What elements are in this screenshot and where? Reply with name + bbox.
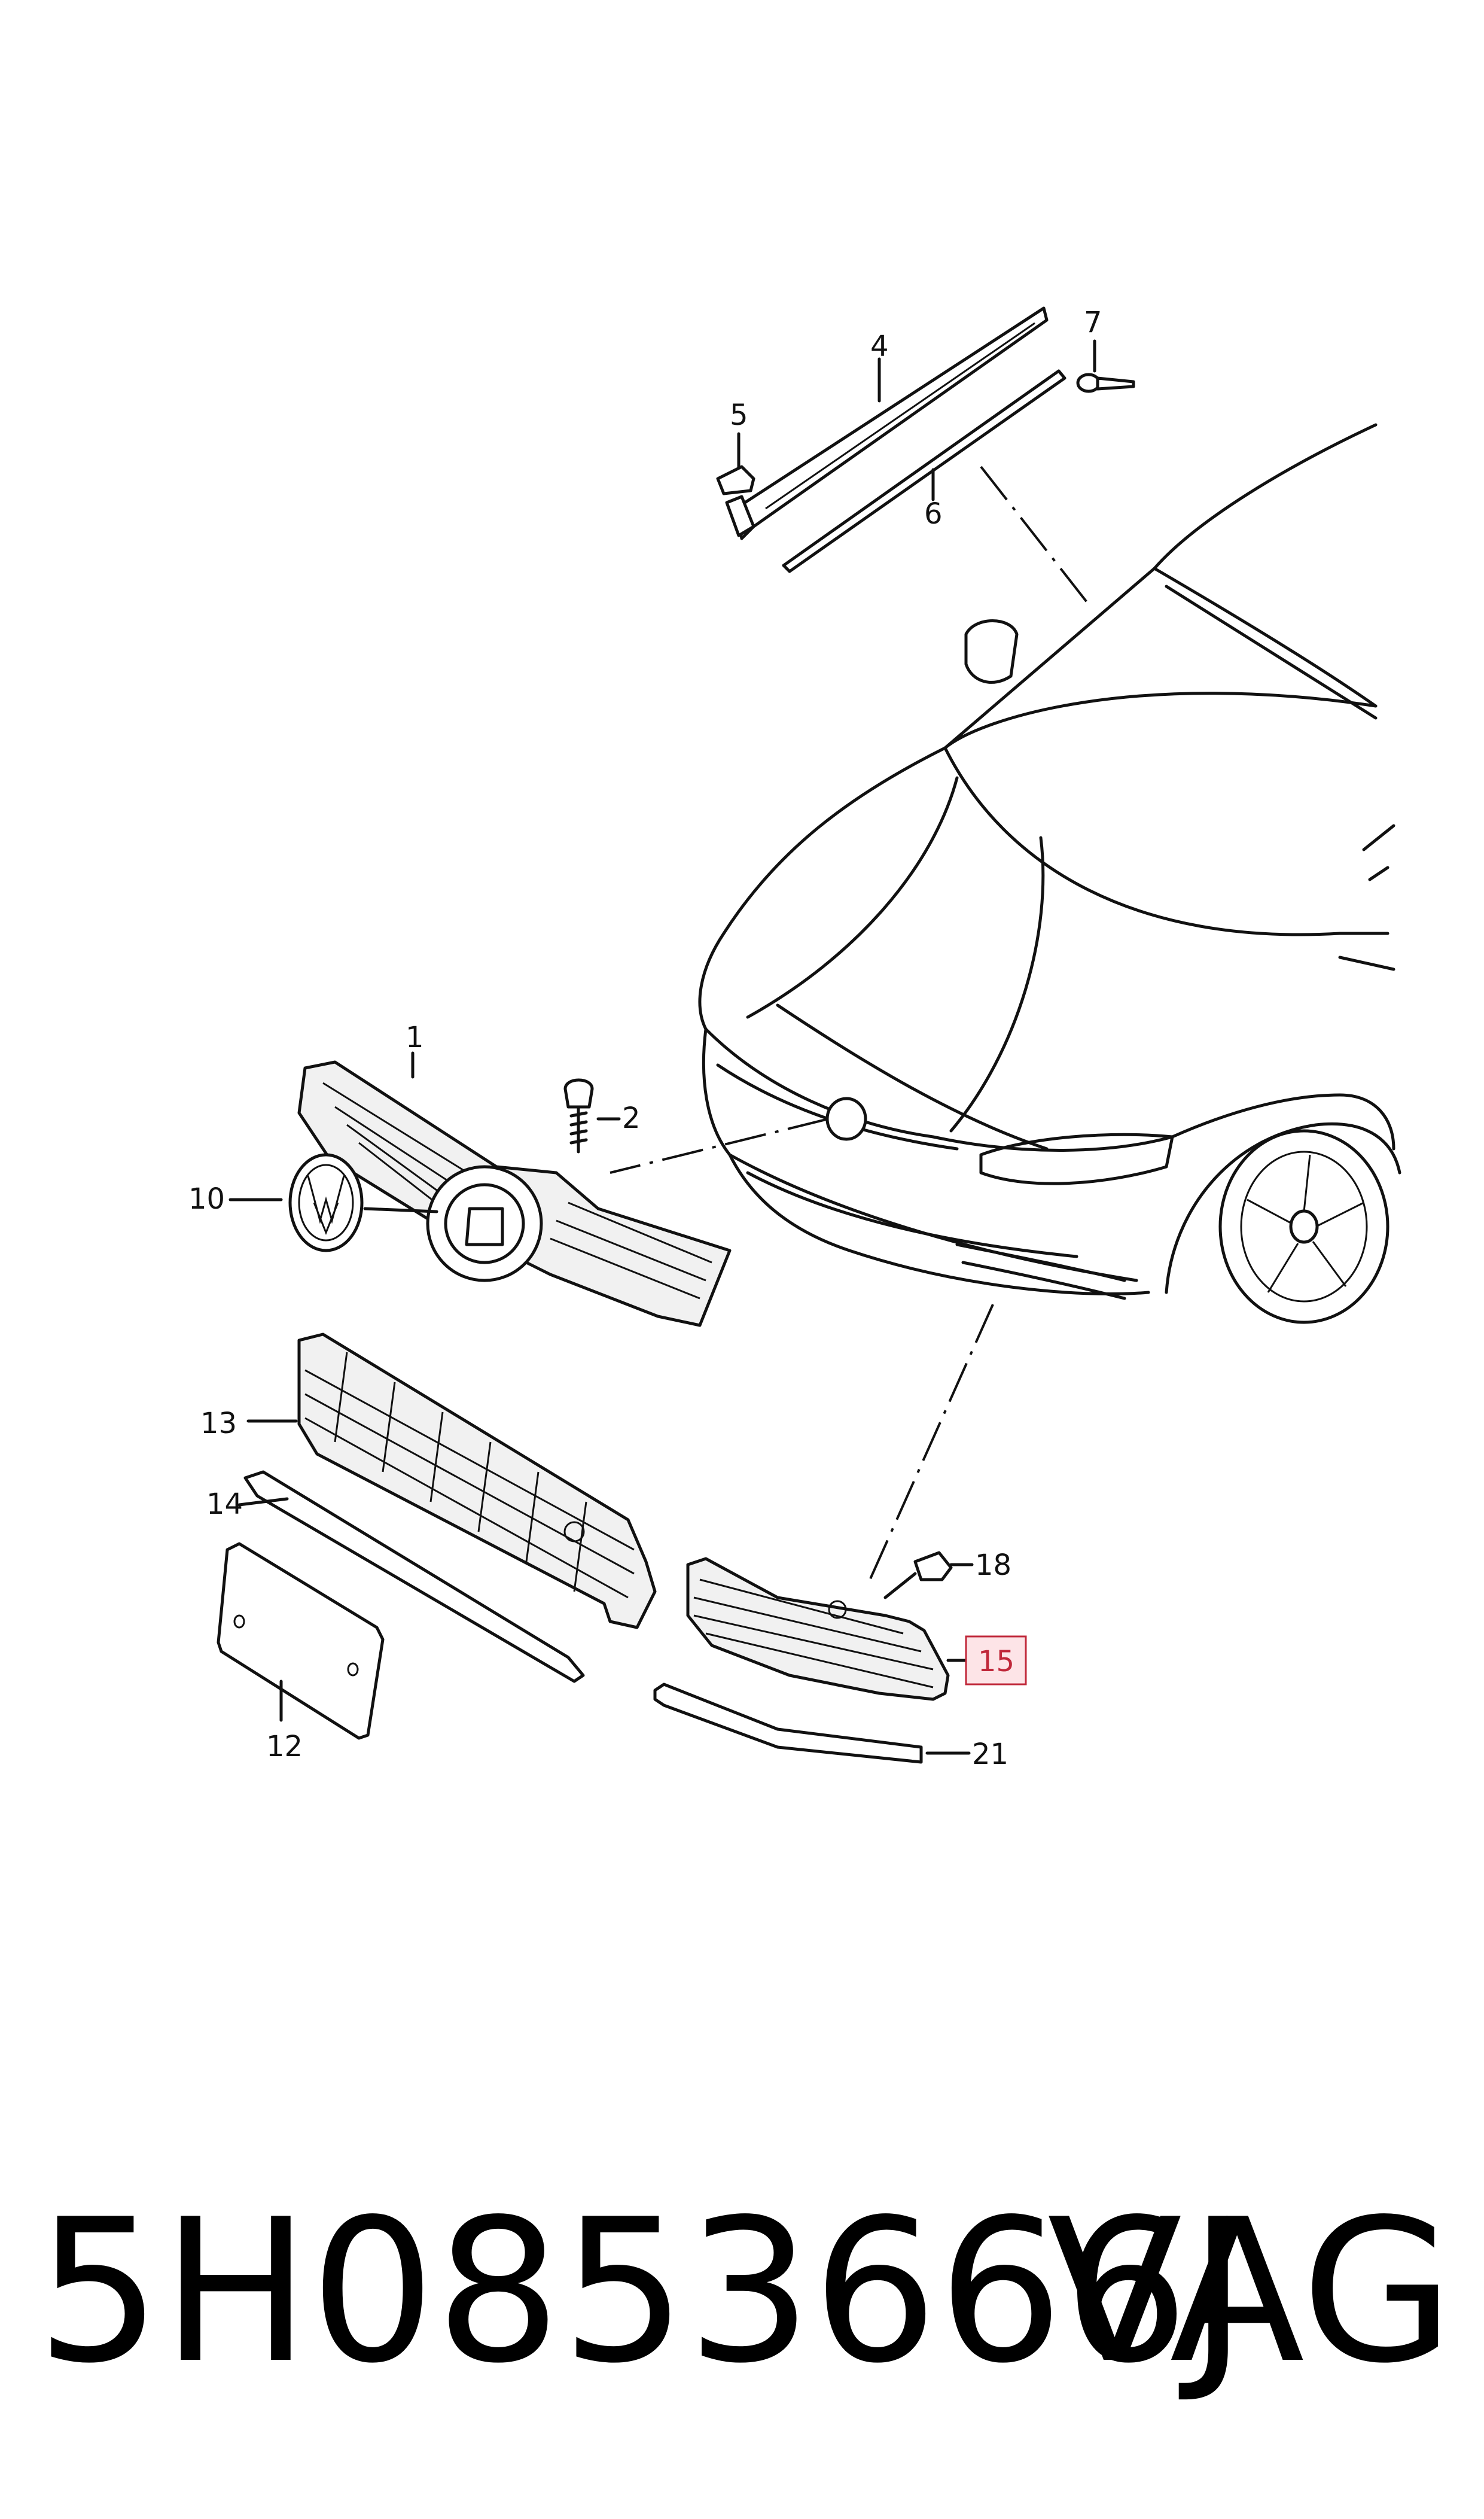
callout-18: 18: [975, 1548, 1011, 1582]
part-21-lower-trim: [653, 1683, 971, 1764]
parts-diagram: 1 2 4 5 6 7 10 12 13 14 15 18 21: [188, 306, 1401, 1771]
part-2-screw: [563, 1078, 621, 1154]
part-number: 5H0853666J: [36, 2177, 1248, 2407]
callout-13: 13: [200, 1407, 237, 1440]
part-12-plate-bracket: [217, 1542, 385, 1740]
part-5-clip: [716, 432, 755, 495]
callout-12: 12: [266, 1730, 303, 1763]
callout-5: 5: [730, 398, 748, 432]
callout-7: 7: [1084, 306, 1102, 339]
assembly-guide-lines: [610, 466, 1090, 1586]
part-14-trim-strip: [237, 1470, 585, 1683]
part-15-side-grille: [686, 1557, 968, 1701]
part-10-vw-emblem: [228, 1153, 438, 1252]
car-body-illustration: [698, 423, 1401, 1324]
callout-4: 4: [870, 330, 889, 363]
callout-14: 14: [206, 1487, 243, 1521]
callout-labels: 1 2 4 5 6 7 10 12 13 14 15 18 21: [188, 306, 1102, 1771]
part-6-seal-strip: [782, 369, 1066, 573]
callout-1: 1: [406, 1021, 424, 1054]
part-7-rivet: [1076, 339, 1135, 393]
caption-bar: 5H0853666J VAG: [0, 2166, 1484, 2417]
callout-6: 6: [924, 497, 943, 531]
brand-name: VAG: [1047, 2177, 1454, 2407]
part-4-trim-strip: [725, 306, 1049, 540]
part-13-lower-grille: [246, 1332, 657, 1629]
callout-15-highlight-box: [965, 1635, 1027, 1686]
callout-21: 21: [972, 1738, 1008, 1771]
callout-2: 2: [622, 1102, 641, 1135]
callout-10: 10: [188, 1182, 225, 1216]
part-1-upper-grille: [297, 1051, 732, 1327]
part-18-clip-nut: [883, 1551, 974, 1599]
callout-15: 15: [978, 1645, 1014, 1678]
